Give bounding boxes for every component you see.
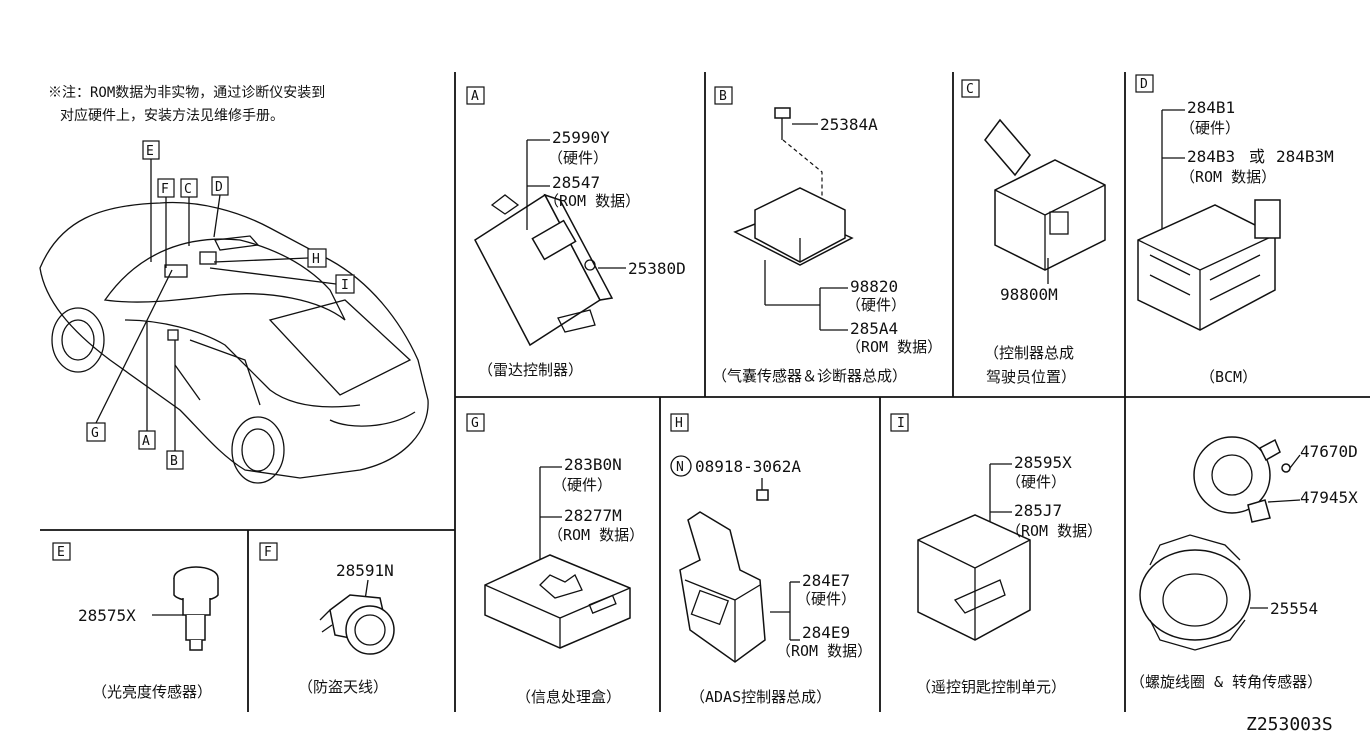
callout-a: A — [142, 434, 150, 449]
part-d-2-desc: （ROM 数据） — [1180, 168, 1276, 186]
panel-b-letter: B — [719, 89, 727, 104]
panel-g: G 283B0N （硬件） 28277M （ROM 数据） （信息处理盒） — [466, 413, 644, 706]
panel-grid — [40, 72, 1370, 712]
callout-e: E — [146, 144, 154, 159]
part-d-1-desc: （硬件） — [1180, 119, 1240, 137]
panel-d-caption: （BCM） — [1200, 368, 1257, 386]
panel-h-letter: H — [675, 416, 683, 431]
panel-b-caption: （气囊传感器＆诊断器总成） — [712, 367, 907, 385]
panel-c: C 98800M （控制器总成 驾驶员位置） — [961, 79, 1106, 386]
part-d-alt-no: 284B3M — [1276, 147, 1334, 166]
part-g-2: 28277M — [564, 506, 622, 525]
part-j-2: 47945X — [1300, 488, 1358, 507]
part-i-1: 28595X — [1014, 453, 1072, 472]
callout-d: D — [215, 180, 223, 195]
part-d-alt: 或 — [1249, 147, 1265, 166]
part-c-1: 98800M — [1000, 285, 1058, 304]
part-a-1-desc: （硬件） — [548, 149, 608, 167]
panel-f: F 28591N （防盗天线） — [259, 542, 395, 696]
part-i-2: 285J7 — [1014, 501, 1062, 520]
callout-c: C — [184, 182, 192, 197]
callout-i: I — [341, 278, 349, 293]
part-g-1: 283B0N — [564, 455, 622, 474]
panel-h: H N 08918-3062A 284E7 （硬件） 284E9 （ROM 数据… — [670, 413, 872, 706]
part-b-2: 98820 — [850, 277, 898, 296]
part-h-1: 08918-3062A — [695, 457, 801, 476]
part-d-1: 284B1 — [1187, 98, 1235, 117]
part-j-1: 47670D — [1300, 442, 1358, 461]
part-i-1-desc: （硬件） — [1006, 473, 1066, 491]
note-line-2: 对应硬件上，安装方法见维修手册。 — [60, 107, 284, 124]
panel-c-caption-1: （控制器总成 — [984, 344, 1074, 362]
callout-f: F — [161, 182, 169, 197]
part-f-1: 28591N — [336, 561, 394, 580]
part-d-2: 284B3 — [1187, 147, 1235, 166]
panel-c-caption-2: 驾驶员位置） — [986, 368, 1076, 386]
part-h-3: 284E9 — [802, 623, 850, 642]
part-h-2: 284E7 — [802, 571, 850, 590]
panel-d: D 284B1 （硬件） 284B3 或 284B3M （ROM 数据） （BC… — [1135, 74, 1334, 386]
panel-d-letter: D — [1140, 77, 1148, 92]
callout-h: H — [312, 252, 320, 267]
panel-e: E 28575X （光亮度传感器） — [52, 542, 219, 701]
part-b-3-desc: （ROM 数据） — [846, 338, 942, 356]
panel-a-caption: （雷达控制器） — [478, 361, 583, 379]
callout-g: G — [91, 426, 99, 441]
panel-j-caption: （螺旋线圈 & 转角传感器） — [1130, 673, 1322, 691]
part-g-1-desc: （硬件） — [552, 476, 612, 494]
part-h-3-desc: （ROM 数据） — [776, 642, 872, 660]
panel-i-caption: （遥控钥匙控制单元） — [916, 678, 1066, 696]
panel-e-letter: E — [57, 545, 65, 560]
note-line-1: ※注：ROM数据为非实物，通过诊断仪安装到 — [48, 85, 325, 101]
panel-c-letter: C — [966, 82, 974, 97]
part-a-1: 25990Y — [552, 128, 610, 147]
panel-h-caption: （ADAS控制器总成） — [690, 688, 831, 706]
part-a-3: 25380D — [628, 259, 686, 278]
diagram-code: Z253003S — [1246, 714, 1333, 735]
part-b-3: 285A4 — [850, 319, 898, 338]
part-b-1: 25384A — [820, 115, 878, 134]
car-overview — [39, 201, 429, 484]
panel-g-caption: （信息处理盒） — [516, 688, 621, 706]
callout-b: B — [170, 454, 178, 469]
part-h-2-desc: （硬件） — [796, 590, 856, 608]
part-g-2-desc: （ROM 数据） — [548, 526, 644, 544]
part-a-2-desc: （ROM 数据） — [544, 192, 640, 210]
n-mark: N — [676, 460, 684, 475]
panel-spiral-cable: 47670D 47945X 25554 （螺旋线圈 & 转角传感器） — [1130, 436, 1358, 691]
panel-i: I 28595X （硬件） 285J7 （ROM 数据） （遥控钥匙控制单元） — [890, 413, 1102, 696]
panel-g-letter: G — [471, 416, 479, 431]
part-b-2-desc: （硬件） — [846, 296, 906, 314]
car-callouts: E F C D H I G A B — [86, 140, 355, 470]
panel-e-caption: （光亮度传感器） — [92, 683, 212, 701]
panel-i-letter: I — [897, 416, 905, 431]
part-j-3: 25554 — [1270, 599, 1318, 618]
panel-f-letter: F — [264, 545, 272, 560]
panel-a-letter: A — [471, 89, 479, 104]
panel-b: B 25384A 98820 （硬件） 285A4 （ROM 数据） （气囊传感… — [712, 86, 942, 385]
panel-a: A 25990Y （硬件） 28547 （ROM 数据） 25380D （雷达控… — [466, 86, 686, 379]
part-e-1: 28575X — [78, 606, 136, 625]
part-i-2-desc: （ROM 数据） — [1006, 522, 1102, 540]
part-a-2: 28547 — [552, 173, 600, 192]
panel-f-caption: （防盗天线） — [298, 678, 388, 696]
